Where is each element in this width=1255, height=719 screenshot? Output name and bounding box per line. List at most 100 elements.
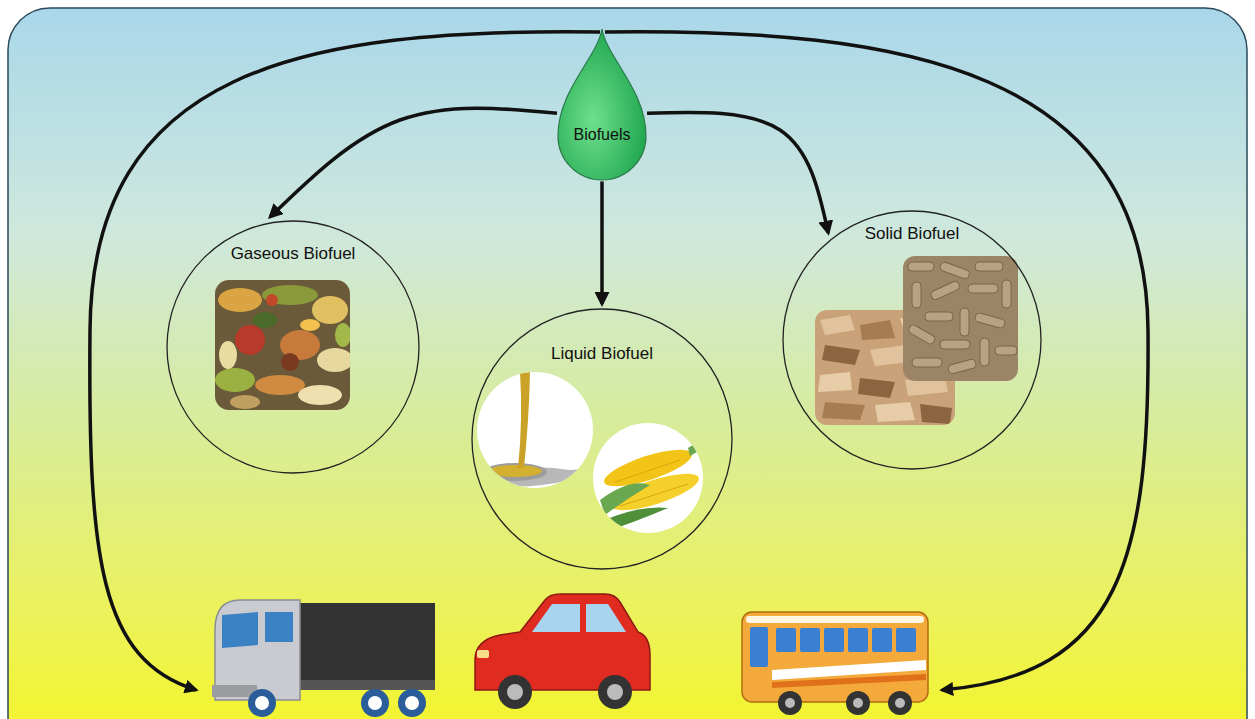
- corn-picture: [605, 508, 668, 531]
- pellets-picture: [968, 284, 998, 293]
- oil-picture: [470, 372, 600, 487]
- car-picture: [498, 675, 532, 709]
- truck-picture: [265, 612, 293, 642]
- food-waste-picture: [218, 288, 262, 312]
- food-waste-picture: [230, 395, 260, 409]
- pellets-picture: [925, 312, 953, 321]
- bus-picture: [778, 691, 802, 715]
- truck-picture: [248, 689, 426, 717]
- bus-picture: [772, 674, 926, 688]
- wood-chips-picture: [822, 402, 865, 420]
- pellets-picture: [995, 346, 1017, 355]
- flow-arrow: [647, 112, 828, 232]
- corn-picture: [615, 460, 680, 482]
- food-waste-picture: [215, 280, 350, 410]
- truck-picture: [212, 600, 435, 717]
- food-waste-picture: [215, 280, 350, 410]
- car-picture: [586, 604, 626, 632]
- pellets-picture: [947, 359, 976, 375]
- corn-picture: [593, 423, 703, 533]
- vehicle-arrow: [605, 32, 1148, 690]
- wood-chips-picture: [875, 402, 915, 422]
- pellets-picture: [930, 280, 961, 301]
- bus-picture: [800, 628, 820, 652]
- bus-picture: [742, 612, 928, 702]
- bus-picture: [750, 627, 916, 667]
- food-waste-picture: [335, 323, 350, 347]
- pellets-picture: [908, 262, 934, 271]
- wood-chips-picture: [820, 315, 855, 335]
- pellets-picture: [903, 256, 1018, 381]
- bus-picture: [778, 691, 912, 715]
- food-waste-picture: [281, 353, 299, 371]
- pellets-picture: [939, 261, 970, 280]
- category-circle: Liquid Biofuel: [471, 308, 733, 570]
- food-waste-picture: [255, 375, 305, 395]
- bus-picture: [895, 698, 905, 708]
- bus-picture: [750, 627, 768, 667]
- bus-picture: [846, 691, 870, 715]
- truck-picture: [405, 696, 419, 710]
- pellets-picture: [907, 261, 1017, 374]
- truck-picture: [248, 689, 276, 717]
- car-picture: [475, 594, 650, 709]
- oil-picture: [518, 372, 530, 468]
- pellets-picture: [940, 340, 970, 349]
- car-picture: [498, 675, 632, 709]
- fuel-drop-outline: [557, 28, 647, 183]
- food-waste-picture: [219, 341, 237, 369]
- truck-picture: [255, 696, 419, 710]
- node-label: Solid Biofuel: [865, 224, 960, 244]
- wood-chips-picture: [822, 345, 860, 365]
- car-picture: [532, 604, 580, 632]
- truck-picture: [298, 603, 435, 680]
- background-panel: [8, 8, 1247, 719]
- car-picture: [598, 675, 632, 709]
- car-picture: [507, 684, 523, 700]
- category-circle-outline: [782, 210, 1042, 470]
- food-waste-picture: [312, 296, 348, 324]
- car-picture: [607, 684, 623, 700]
- oil-picture: [483, 463, 547, 481]
- bus-picture: [896, 628, 916, 652]
- truck-picture: [255, 696, 269, 710]
- truck-picture: [361, 689, 389, 717]
- category-circle: Gaseous Biofuel: [166, 220, 420, 474]
- bus-picture: [853, 698, 863, 708]
- node-label: Biofuels: [574, 126, 631, 144]
- pellets-picture: [974, 312, 1005, 328]
- bus-picture: [785, 698, 795, 708]
- corn-picture: [600, 442, 705, 530]
- wood-chips-picture: [920, 404, 952, 424]
- food-waste-picture: [262, 285, 318, 305]
- car-picture: [475, 594, 650, 690]
- food-waste-picture: [298, 385, 342, 405]
- pellets-picture: [1002, 280, 1011, 308]
- pellets-picture: [912, 282, 921, 308]
- food-waste-picture: [215, 368, 255, 392]
- bus-picture: [824, 628, 844, 652]
- pellets-picture: [960, 308, 969, 336]
- circle-outline: [783, 211, 1041, 469]
- oil-picture: [488, 465, 542, 477]
- bus-picture: [888, 691, 912, 715]
- wood-chips-picture: [860, 320, 895, 340]
- truck-picture: [222, 612, 258, 648]
- bus-picture: [742, 612, 928, 715]
- wood-chips-picture: [858, 378, 895, 398]
- vehicle-arrow: [90, 32, 600, 690]
- food-waste-picture: [317, 348, 350, 372]
- flow-arrow: [600, 181, 604, 304]
- pellets-picture: [903, 256, 1018, 381]
- category-circle: Solid Biofuel: [782, 210, 1042, 470]
- oil-picture: [470, 372, 600, 488]
- corn-picture: [593, 423, 705, 533]
- food-waste-picture: [253, 312, 277, 328]
- truck-picture: [212, 685, 257, 697]
- food-waste-picture: [235, 325, 265, 355]
- truck-picture: [398, 689, 426, 717]
- bus-picture: [746, 616, 924, 623]
- car-picture: [477, 650, 489, 658]
- wood-chips-picture: [818, 372, 852, 392]
